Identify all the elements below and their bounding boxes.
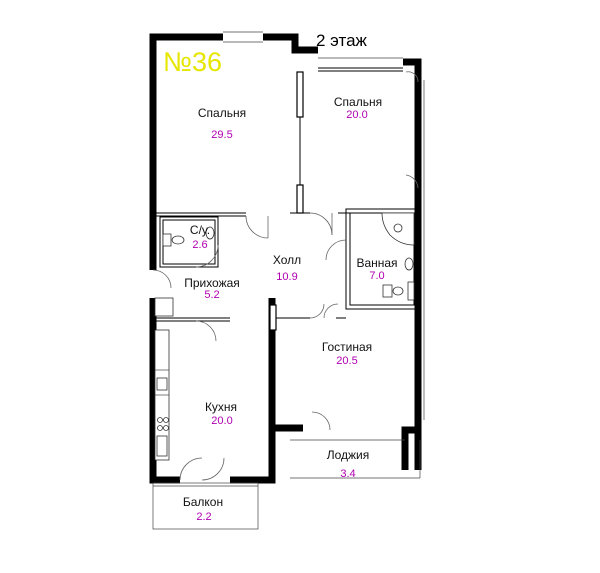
room-name: Лоджия: [327, 448, 370, 462]
interior-walls: [153, 67, 419, 331]
room-area: 3.4: [340, 468, 355, 480]
room-balcony: Балкон 2.2: [183, 495, 223, 523]
room-name: Ванная: [356, 256, 397, 270]
room-entrance: Прихожая 5.2: [184, 276, 240, 301]
room-name: Спальня: [198, 106, 246, 120]
room-bedroom-1: Спальня 29.5: [198, 106, 246, 141]
room-area: 2.2: [196, 511, 211, 523]
room-bedroom-2: Спальня 20.0: [334, 95, 382, 121]
room-name: С/у.: [190, 223, 210, 237]
room-name: Спальня: [334, 95, 382, 109]
room-area: 20.5: [336, 355, 357, 367]
room-bathroom: Ванная 7.0: [356, 256, 397, 282]
room-area: 20.0: [346, 109, 367, 121]
room-name: Холл: [273, 253, 301, 267]
outdoor-outlines: [152, 31, 425, 530]
room-area: 5.2: [204, 289, 219, 301]
room-name: Гостиная: [322, 340, 372, 354]
room-name: Балкон: [183, 495, 223, 509]
room-wc: С/у. 2.6: [190, 223, 210, 251]
room-area: 20.0: [211, 415, 232, 427]
apartment-number: №36: [163, 47, 222, 77]
room-hall: Холл 10.9: [273, 253, 301, 283]
room-name: Кухня: [205, 400, 237, 414]
room-living-room: Гостиная 20.5: [322, 340, 372, 367]
exterior-walls: [149, 33, 422, 484]
room-area: 2.6: [192, 239, 207, 251]
room-area: 7.0: [369, 270, 384, 282]
floor-label: 2 этаж: [316, 31, 368, 50]
room-loggia: Лоджия 3.4: [327, 448, 370, 480]
room-name: Прихожая: [184, 276, 240, 290]
room-area: 29.5: [211, 129, 232, 141]
fixtures: [154, 212, 415, 461]
doors: [152, 71, 419, 481]
room-kitchen: Кухня 20.0: [205, 400, 237, 427]
room-area: 10.9: [276, 271, 297, 283]
